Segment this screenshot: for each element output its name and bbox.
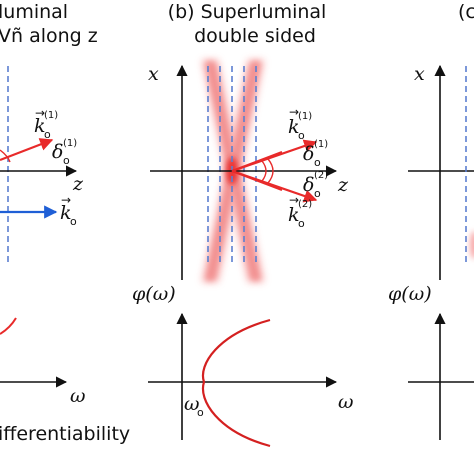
- svg-text:ω: ω: [184, 393, 200, 415]
- panel-b-x-label: x: [148, 63, 159, 85]
- svg-text:k: k: [34, 115, 46, 137]
- panel-b-delta2-label: δ o (2): [303, 170, 328, 200]
- panel-b-angle-arc-2b: [267, 170, 274, 184]
- panel-b-k1-arrow: [231, 139, 318, 173]
- svg-text:δ: δ: [303, 174, 314, 196]
- svg-text:o: o: [314, 187, 321, 200]
- panel-a-caption: ifferentiability: [0, 423, 130, 445]
- svg-text:(1): (1): [44, 110, 58, 121]
- svg-text:o: o: [70, 215, 77, 228]
- panel-a-title-line2: Vñ along z: [0, 25, 98, 47]
- panel-b-phase-curve: [201, 318, 271, 448]
- panel-c-title-partial: (c: [458, 1, 474, 23]
- panel-b-omega-axis-label: ω: [338, 391, 354, 413]
- svg-text:k: k: [288, 204, 300, 226]
- svg-text:→: →: [61, 193, 71, 207]
- svg-text:o: o: [314, 156, 321, 169]
- panel-c-x-label: x: [414, 63, 425, 85]
- svg-text:o: o: [197, 406, 204, 419]
- panel-b-phase-axis-label: φ(ω): [132, 283, 176, 305]
- svg-text:→: →: [35, 106, 45, 120]
- svg-text:δ: δ: [303, 143, 314, 165]
- svg-text:→: →: [289, 105, 299, 119]
- panel-a-k-blue-label: k o →: [60, 193, 77, 228]
- panel-a-angle-arc: [0, 149, 11, 163]
- panel-a-omega-label: ω: [70, 385, 86, 407]
- panel-b: (b) Superluminal double sided x z: [132, 1, 354, 448]
- panel-a-k1-label: k o (1) →: [34, 106, 58, 141]
- svg-text:k: k: [288, 116, 300, 138]
- panel-c-phase-axis-label: φ(ω): [388, 283, 432, 305]
- panel-b-omega0-label: ω o: [184, 393, 204, 419]
- panel-c: (c x φ(ω): [388, 1, 474, 440]
- panel-a-phase-curve: [0, 317, 17, 335]
- panel-a-delta-label: δ o (1): [52, 138, 77, 167]
- panel-b-z-label: z: [337, 174, 349, 196]
- svg-text:o: o: [44, 128, 51, 141]
- svg-text:(2): (2): [314, 170, 328, 181]
- svg-text:(1): (1): [298, 111, 312, 122]
- panel-b-title-line2: double sided: [194, 25, 316, 47]
- panel-b-title-line1: (b) Superluminal: [168, 1, 327, 23]
- panel-b-k2-arrow: [231, 169, 318, 203]
- panel-b-k1-label: → k o (1): [288, 105, 312, 142]
- panel-b-k2-label: → k o (2): [288, 193, 312, 230]
- svg-text:k: k: [60, 202, 72, 224]
- svg-text:o: o: [298, 129, 305, 142]
- svg-text:δ: δ: [52, 141, 63, 163]
- svg-text:o: o: [298, 217, 305, 230]
- panel-b-delta1-label: δ o (1): [303, 139, 328, 169]
- panel-a-title-line1: luminal: [0, 1, 68, 23]
- panel-b-dashed-planes: [207, 66, 257, 262]
- svg-text:(2): (2): [298, 199, 312, 210]
- panel-b-angle-arc-2a: [261, 170, 267, 182]
- panel-a-k1-arrow: [0, 138, 54, 162]
- svg-text:o: o: [63, 154, 70, 167]
- svg-text:(1): (1): [314, 139, 328, 150]
- svg-text:(1): (1): [63, 138, 77, 149]
- panel-a: luminal Vñ along z z k o (1) → δ o (1) k…: [0, 1, 130, 445]
- panel-b-angle-arc-1b: [267, 158, 274, 172]
- panel-a-z-label: z: [72, 173, 84, 195]
- svg-text:→: →: [289, 193, 299, 207]
- panel-b-angle-arc-1a: [261, 160, 267, 172]
- panel-c-beam-glow: [470, 231, 474, 259]
